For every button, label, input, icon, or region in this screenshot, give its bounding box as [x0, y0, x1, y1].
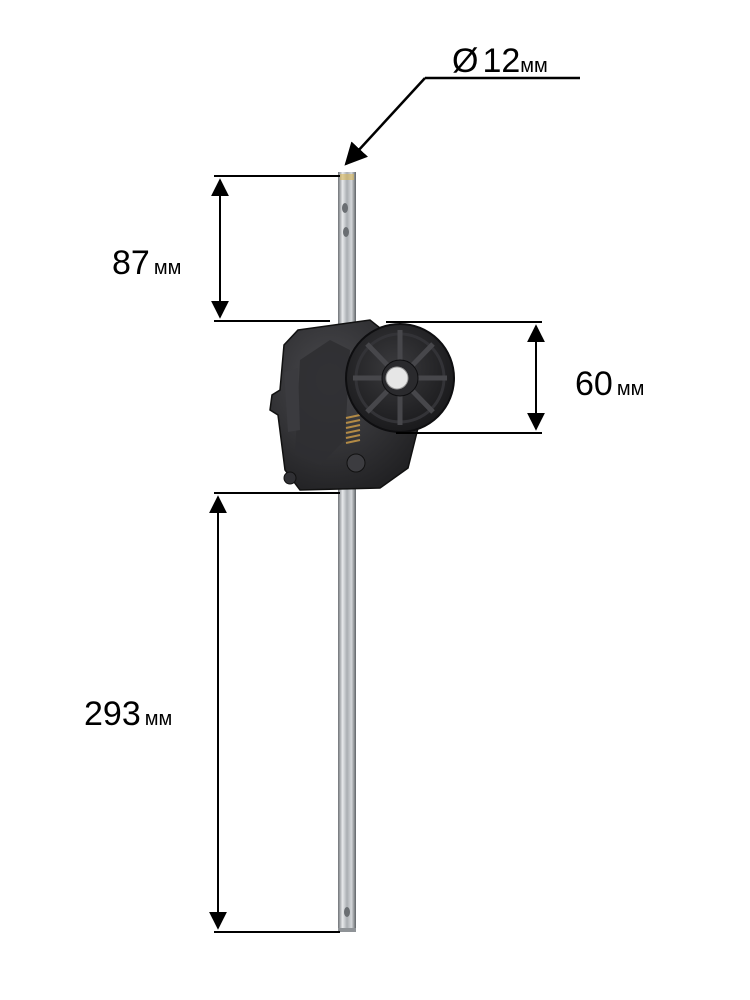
gear-diameter-unit: мм	[616, 378, 645, 400]
upper-shaft-unit: мм	[153, 257, 182, 279]
shaft-lower	[338, 486, 356, 932]
diameter-symbol: Ø	[452, 42, 479, 80]
lower-shaft-value: 293	[84, 695, 141, 733]
gear-diameter-value: 60	[575, 365, 613, 403]
diameter-value: 12	[482, 42, 521, 80]
shaft-upper	[338, 172, 356, 332]
lower-shaft-unit: мм	[144, 708, 173, 730]
diameter-leader	[344, 76, 580, 166]
gear-wheel	[345, 323, 455, 433]
dimension-293	[209, 492, 340, 933]
dimension-60	[386, 321, 545, 434]
upper-shaft-value: 87	[112, 244, 150, 282]
diameter-unit: мм	[520, 55, 548, 77]
spring	[345, 414, 361, 444]
dimension-87	[211, 175, 340, 322]
